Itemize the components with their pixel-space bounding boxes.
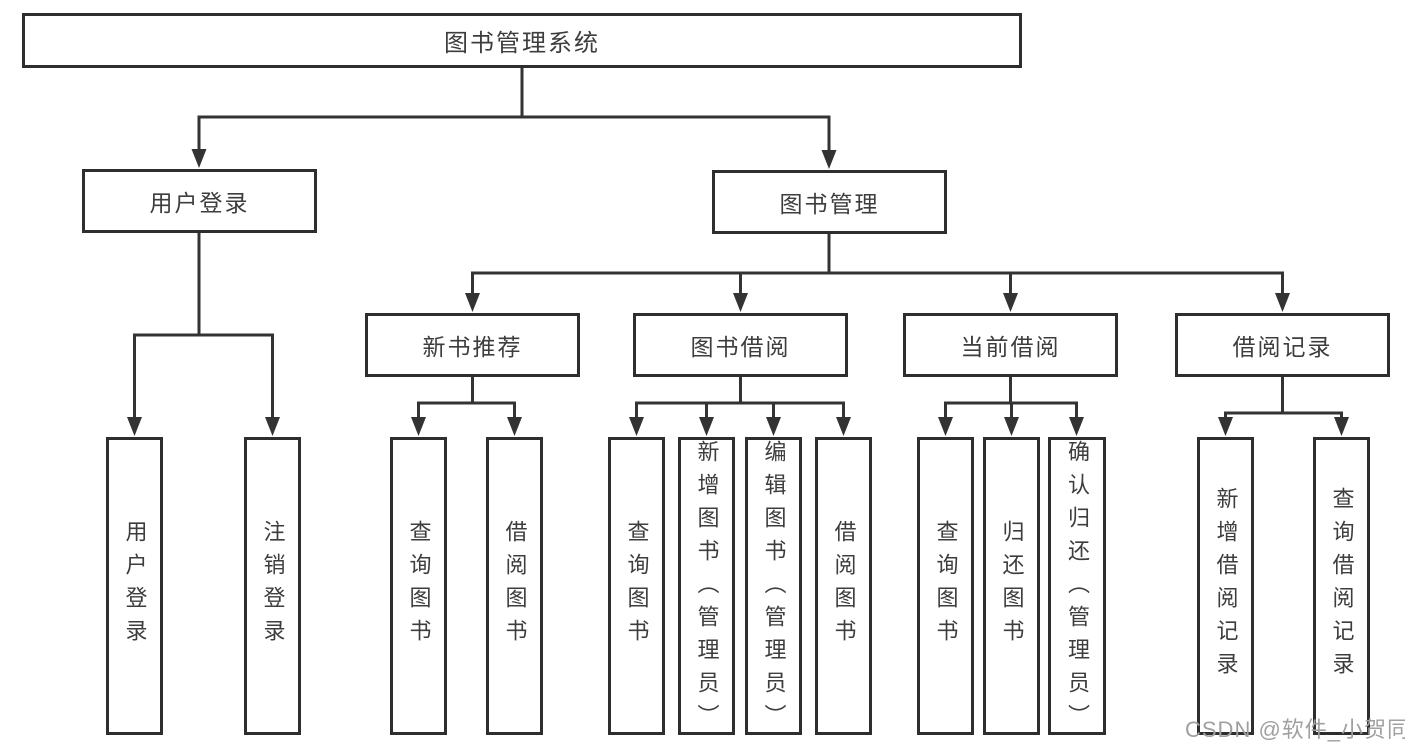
node-label: 新书推荐	[422, 334, 523, 360]
arrow-icon	[629, 417, 644, 436]
arrow-icon	[766, 417, 781, 436]
arrow-icon	[699, 417, 714, 436]
leaf-add-borrow-record: 新增借阅记录	[1197, 437, 1254, 735]
node-label: 当前借阅	[960, 334, 1061, 360]
leaf-borrow-books-2: 借阅图书	[815, 437, 872, 735]
leaf-edit-books-admin: 编辑图书（管理员）	[745, 437, 802, 737]
node-label: 图书借阅	[690, 334, 791, 360]
arrow-icon	[1003, 293, 1018, 312]
leaf-logout-login: 注销登录	[244, 437, 301, 735]
node-label: 注销登录	[260, 520, 286, 652]
node-label: 归还图书	[999, 520, 1025, 652]
arrow-icon	[191, 149, 207, 168]
node-new-book-recommend: 新书推荐	[365, 313, 580, 377]
arrow-icon	[1275, 293, 1290, 312]
node-label: 查询图书	[933, 520, 959, 652]
node-current-borrowing: 当前借阅	[903, 313, 1118, 377]
arrow-icon	[1004, 417, 1019, 436]
node-label: 图书管理系统	[444, 30, 600, 57]
arrow-icon	[265, 417, 280, 436]
node-label: 新增借阅记录	[1213, 487, 1239, 685]
node-label: 确认归还（管理员）	[1065, 440, 1090, 737]
node-borrowing-records: 借阅记录	[1175, 313, 1390, 377]
node-label: 借阅记录	[1232, 334, 1333, 360]
arrow-icon	[1218, 417, 1233, 436]
watermark-text: CSDN @软件_小贺同学	[1185, 717, 1405, 742]
arrow-icon	[1334, 417, 1349, 436]
node-label: 图书管理	[779, 191, 880, 217]
leaf-user-login: 用户登录	[106, 437, 163, 735]
node-label: 查询图书	[406, 520, 432, 652]
node-label: 查询图书	[624, 520, 650, 652]
arrow-icon	[127, 417, 142, 436]
arrow-icon	[1069, 417, 1084, 436]
arrow-icon	[821, 150, 837, 169]
node-label: 新增图书（管理员）	[694, 440, 720, 737]
node-label: 编辑图书（管理员）	[761, 440, 787, 737]
node-label: 借阅图书	[502, 520, 528, 652]
leaf-query-books-3: 查询图书	[917, 437, 974, 735]
leaf-query-books-2: 查询图书	[608, 437, 665, 735]
arrow-icon	[733, 293, 748, 312]
node-label: 借阅图书	[831, 520, 857, 652]
arrow-icon	[938, 417, 953, 436]
node-label: 查询借阅记录	[1329, 487, 1355, 685]
leaf-borrow-books-1: 借阅图书	[486, 437, 543, 735]
leaf-add-books-admin: 新增图书（管理员）	[678, 437, 735, 737]
leaf-query-books-1: 查询图书	[390, 437, 447, 735]
node-label: 用户登录	[149, 190, 250, 216]
node-library-system: 图书管理系统	[22, 13, 1022, 68]
leaf-return-books: 归还图书	[983, 437, 1040, 735]
node-book-borrowing: 图书借阅	[633, 313, 848, 377]
arrow-icon	[507, 417, 522, 436]
node-user-login: 用户登录	[82, 169, 317, 233]
node-book-management: 图书管理	[712, 170, 947, 234]
arrow-icon	[836, 417, 851, 436]
leaf-query-borrow-record: 查询借阅记录	[1313, 437, 1370, 735]
node-label: 用户登录	[122, 520, 148, 652]
arrow-icon	[465, 293, 480, 312]
leaf-confirm-return-admin: 确认归还（管理员）	[1048, 437, 1106, 737]
arrow-icon	[411, 417, 426, 436]
